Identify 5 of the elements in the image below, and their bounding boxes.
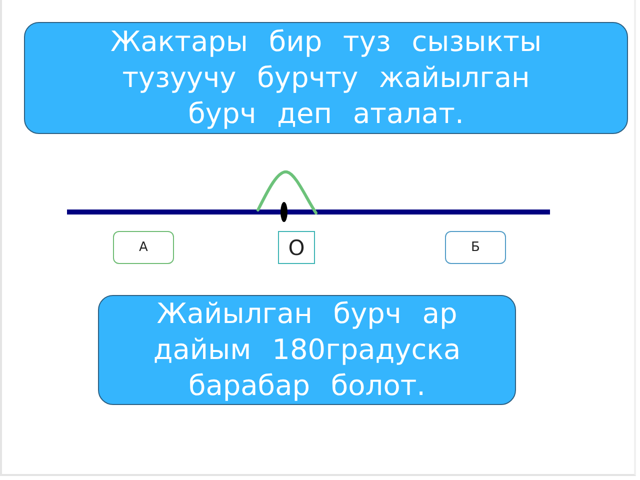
info-box: Жайылган бурч ар дайым 180градуска барабар болот. xyxy=(98,295,516,405)
point-label-box: Б xyxy=(445,231,506,264)
info-box: Жактары бир туз сызыкты тузуучу бурчту жайылган бурч деп аталат. xyxy=(24,22,628,134)
point-label-box: О xyxy=(278,231,315,264)
point-label-box: А xyxy=(113,231,174,264)
